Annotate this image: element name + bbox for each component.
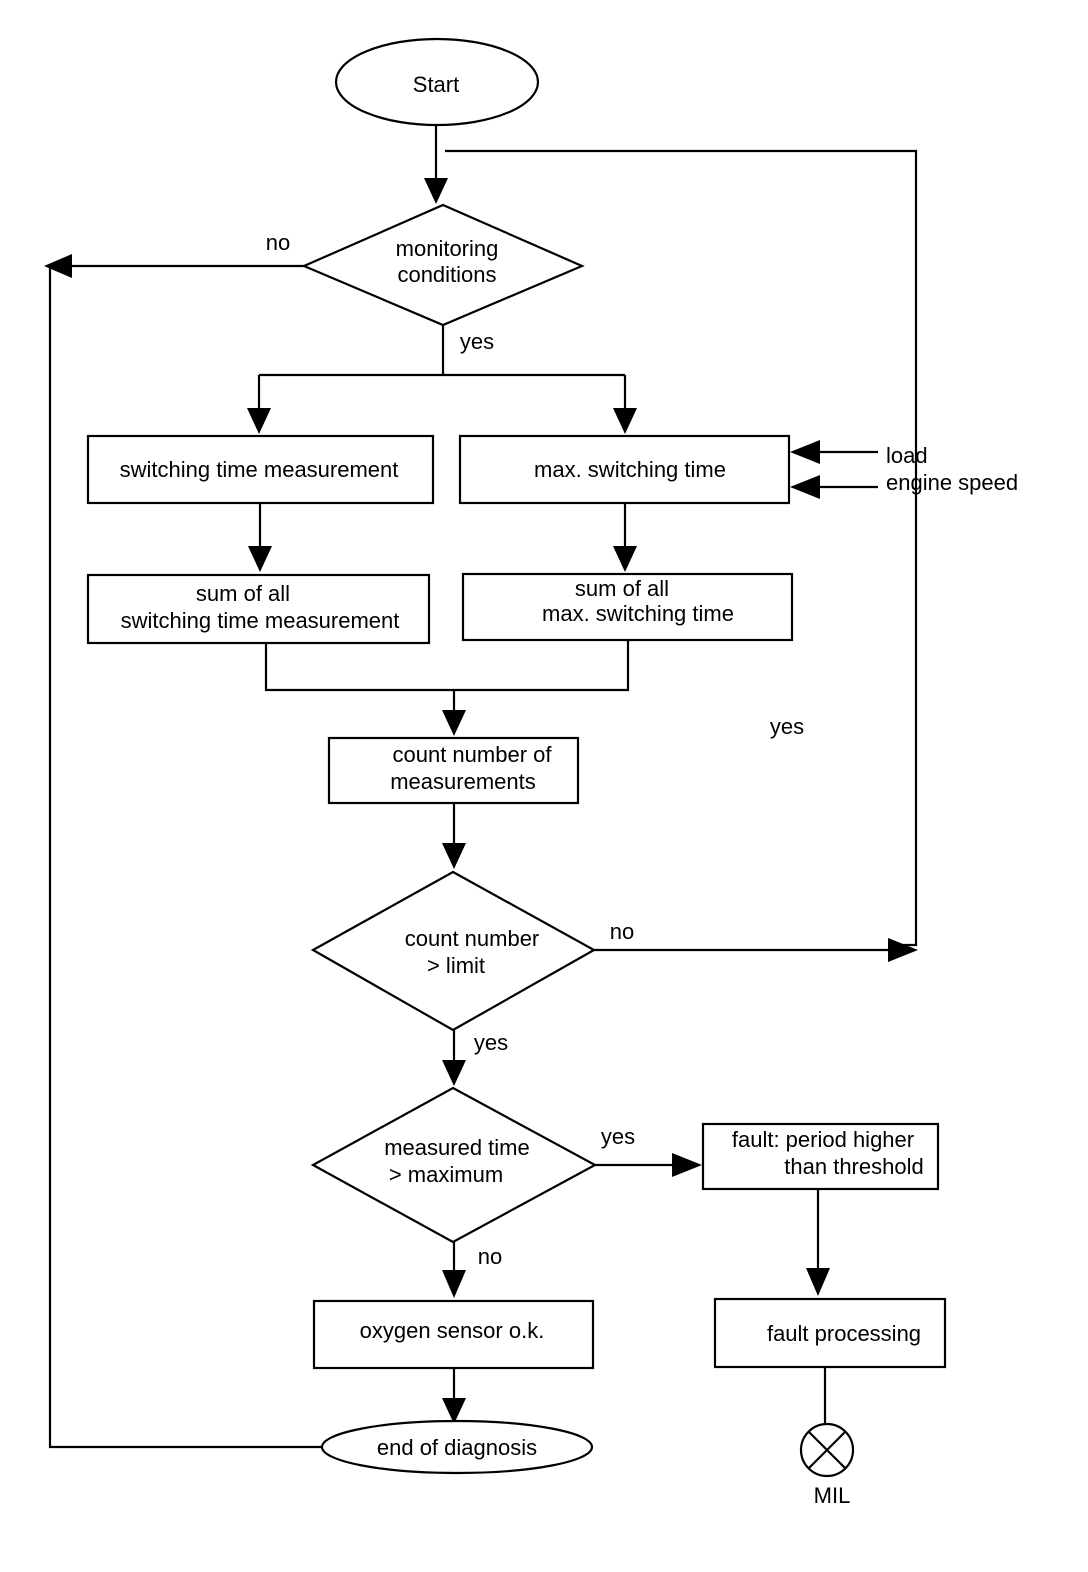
end-label: end of diagnosis [377,1435,537,1460]
sum-max-label-line2: max. switching time [542,601,734,626]
label-loop-yes: yes [770,714,804,739]
mil-label: MIL [814,1483,851,1508]
arrowhead-down [613,546,637,572]
arrowhead-down [248,546,272,572]
decision-measured-time: measured time > maximum [310,1086,598,1244]
arrowhead-down [424,178,448,204]
arrowhead-down [806,1268,830,1296]
arrowhead-down [613,408,637,434]
connectors [48,125,918,1449]
label-monitoring-no: no [266,230,290,255]
arrowhead-down [442,1060,466,1086]
start-label: Start [413,72,459,97]
process-fault-threshold: fault: period higher than threshold [701,1122,940,1191]
decision-monitoring-conditions: monitoring conditions [301,203,585,327]
arrowhead-down [442,1398,466,1424]
count-limit-label-line2: > limit [427,953,485,978]
sum-max-label-line1: sum of all [575,576,669,601]
process-oxygen-sensor-ok: oxygen sensor o.k. [312,1299,595,1370]
count-label-line1: count number of [393,742,553,767]
monitoring-label-line2: conditions [397,262,496,287]
decision-count-limit: count number > limit [310,870,597,1032]
arrowhead-left [790,440,820,464]
node-end-of-diagnosis: end of diagnosis [320,1419,594,1475]
fault-processing-label: fault processing [767,1321,921,1346]
monitoring-label-line1: monitoring [396,236,499,261]
arrowhead-down [442,710,466,736]
measured-label-line2: > maximum [389,1162,503,1187]
input-engine-speed-label: engine speed [886,470,1018,495]
arrowhead-right [888,938,918,962]
measured-label-line1: measured time [384,1135,530,1160]
label-monitoring-yes: yes [460,329,494,354]
sum-measurement-label-line1: sum of all [196,581,290,606]
process-fault-processing: fault processing [713,1297,947,1369]
arrowheads [44,178,918,1424]
label-measured-no: no [478,1244,502,1269]
arrowhead-left [44,254,72,278]
edge-sums-join [264,640,630,692]
fault-label-line1: fault: period higher [732,1127,914,1152]
process-sum-switching-time-measurement: sum of all switching time measurement [86,573,431,645]
mil-lamp-icon [799,1422,855,1478]
process-sum-max-switching-time: sum of all max. switching time [461,572,794,642]
fault-label-line2: than threshold [784,1154,923,1179]
count-limit-label-line1: count number [405,926,540,951]
arrowhead-down [247,408,271,434]
arrowhead-right [672,1153,702,1177]
arrowhead-left [790,475,820,499]
input-load-label: load [886,443,928,468]
process-switching-time-measurement: switching time measurement [86,434,435,505]
node-start: Start [334,37,540,127]
sum-measurement-label-line2: switching time measurement [121,608,400,633]
process-count-number: count number of measurements [327,736,580,805]
edge-end-return [48,266,322,1449]
arrowhead-down [442,1270,466,1298]
count-label-line2: measurements [390,769,536,794]
arrowhead-down [442,843,466,869]
label-count-no: no [610,919,634,944]
label-count-yes: yes [474,1030,508,1055]
max-switching-label: max. switching time [534,457,726,482]
process-max-switching-time: max. switching time [458,434,791,505]
label-measured-yes: yes [601,1124,635,1149]
switching-measurement-label: switching time measurement [120,457,399,482]
sensor-ok-label: oxygen sensor o.k. [360,1318,545,1343]
